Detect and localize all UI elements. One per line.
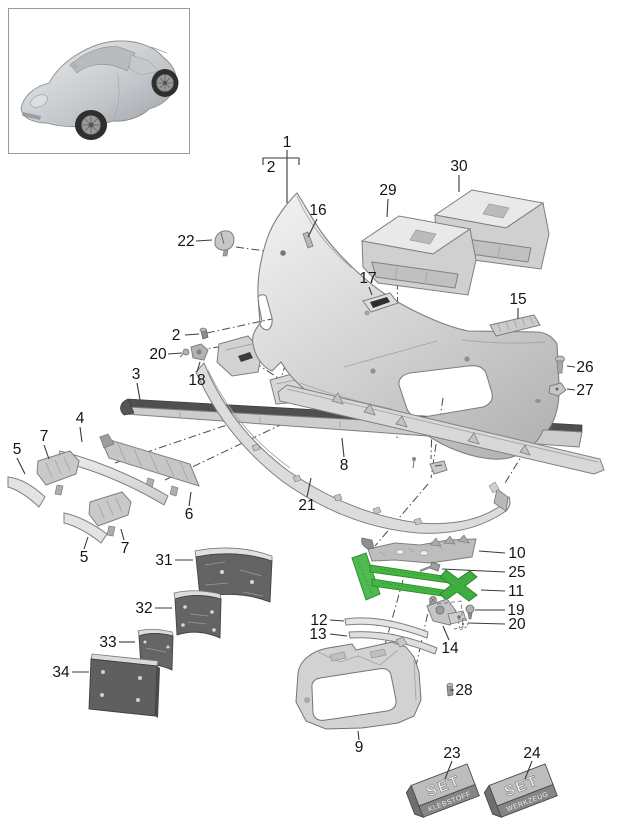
car-mirror [69,61,79,71]
callout-28[interactable]: 28 [455,682,472,699]
callout-2-b[interactable]: 2 [172,327,181,344]
callout-31[interactable]: 31 [155,552,172,569]
set-kit-adhesive-box: SET KLEBSTOFF [405,763,480,818]
callout-16[interactable]: 16 [309,202,326,219]
callout-20-a[interactable]: 20 [149,346,167,363]
part-22-clip [214,230,235,257]
callout-labels: 1 2 16 22 29 30 17 15 2 20 18 3 26 27 4 … [13,134,594,762]
part-16-pin [302,231,314,249]
part-28-pin [446,682,454,697]
set-kit-tool-box: SET WERKZEUG [483,763,558,818]
callout-12[interactable]: 12 [310,612,327,629]
part-4-trim-strip [57,450,169,506]
part-19-bolt [465,604,475,620]
callout-22[interactable]: 22 [177,233,194,250]
vehicle-thumbnail [8,8,190,154]
car-intake [22,112,41,120]
part-7-bracket-lower [88,491,132,537]
part-6-energy-absorber [99,433,200,497]
callout-21[interactable]: 21 [298,497,315,514]
callout-4[interactable]: 4 [76,410,85,427]
part-7-bracket-upper [36,450,80,496]
part-fog-bracket-left [216,335,263,377]
car-door-line [112,72,120,122]
part-15-side-bracket [489,314,541,337]
callout-29[interactable]: 29 [379,182,396,199]
part-27-clip [548,382,567,397]
part-9-bumper-bracket [295,636,422,730]
callout-23[interactable]: 23 [443,745,460,762]
car-front-wheel [75,110,107,140]
callout-25[interactable]: 25 [508,564,525,581]
callout-30[interactable]: 30 [450,158,468,175]
car-side-window [128,54,160,76]
callout-24[interactable]: 24 [523,745,541,762]
callout-5-a[interactable]: 5 [13,441,22,458]
callout-32[interactable]: 32 [135,600,152,617]
part-13-trim-strip [348,631,438,655]
callout-11[interactable]: 11 [508,583,524,600]
callout-6[interactable]: 6 [185,506,194,523]
part-5-cover-strip-upper [7,476,46,508]
leader-lines [16,150,576,780]
callout-5-b[interactable]: 5 [80,549,89,566]
part-2-pin [199,327,209,340]
callout-7-b[interactable]: 7 [121,540,130,557]
part-29-air-duct [360,215,477,296]
part-32-plate-bracket [173,590,222,639]
callout-7-a[interactable]: 7 [40,428,49,445]
callout-17[interactable]: 17 [359,270,376,287]
callout-8[interactable]: 8 [340,457,349,474]
callout-33[interactable]: 33 [99,634,116,651]
part-18-grommet [190,343,209,361]
part-17-retainer-plate [362,292,399,316]
callout-34[interactable]: 34 [52,664,70,681]
callout-20-b[interactable]: 20 [508,616,526,633]
callout-18[interactable]: 18 [188,372,205,389]
part-14-mount-bracket [426,596,467,630]
callout-2-a[interactable]: 2 [267,159,276,176]
callout-27[interactable]: 27 [576,382,593,399]
callout-26[interactable]: 26 [576,359,593,376]
car-headlight [30,94,48,108]
callout-14[interactable]: 14 [441,640,459,657]
car-rear-wheel [151,69,179,97]
part-21-front-lip [195,362,511,534]
part-10-crossmember [361,534,477,564]
part-26-screw [555,355,565,374]
callout-1[interactable]: 1 [283,134,292,151]
part-lip-end-bracket [429,460,448,475]
callout-3[interactable]: 3 [132,366,141,383]
callout-13[interactable]: 13 [309,626,326,643]
callout-15[interactable]: 15 [509,291,526,308]
part-8-spoiler-strip [277,384,605,475]
part-25-screw [419,561,441,573]
part-20-pin-left [179,348,190,358]
callout-9[interactable]: 9 [355,739,364,756]
car-spoiler-line [150,46,168,54]
part-20-clip-right [457,617,469,631]
part-5-cover-strip-lower [63,512,108,544]
part-11-reinforcement-highlighted[interactable] [351,552,478,602]
callout-10[interactable]: 10 [508,545,526,562]
part-34-plate-bracket [88,653,160,718]
vehicle-illustration [20,40,179,140]
callout-19[interactable]: 19 [507,602,524,619]
part-12-trim-strip [344,617,429,639]
